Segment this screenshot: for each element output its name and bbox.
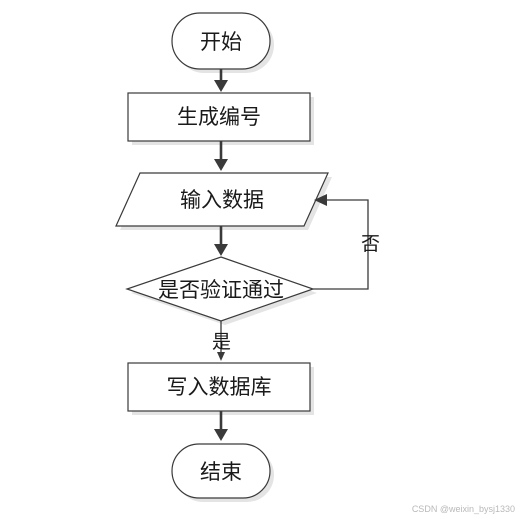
watermark-text: CSDN @weixin_bysj1330 — [412, 504, 515, 514]
yes-edge-label: 是 — [212, 331, 231, 353]
input-data-label: 输入数据 — [180, 188, 264, 212]
end-node-label: 结束 — [200, 460, 242, 484]
no-edge-label: 否 — [361, 233, 380, 255]
arrow-input-to-decision — [214, 226, 228, 256]
arrow-start-to-generate — [214, 69, 228, 92]
arrow-no-loop — [313, 194, 369, 290]
generate-number-label: 生成编号 — [177, 105, 261, 129]
generate-number-node: 生成编号 — [127, 92, 314, 145]
validation-decision-label: 是否验证通过 — [158, 278, 284, 302]
start-node: 开始 — [171, 12, 274, 73]
write-database-label: 写入数据库 — [167, 375, 272, 399]
write-database-node: 写入数据库 — [127, 362, 314, 415]
end-node: 结束 — [171, 443, 274, 502]
start-node-label: 开始 — [200, 30, 242, 54]
input-data-node: 输入数据 — [115, 172, 332, 230]
arrow-write-to-end — [214, 411, 228, 441]
arrow-generate-to-input — [214, 141, 228, 171]
arrow-yes-to-write — [217, 321, 225, 361]
validation-decision-node: 是否验证通过 — [125, 256, 317, 325]
